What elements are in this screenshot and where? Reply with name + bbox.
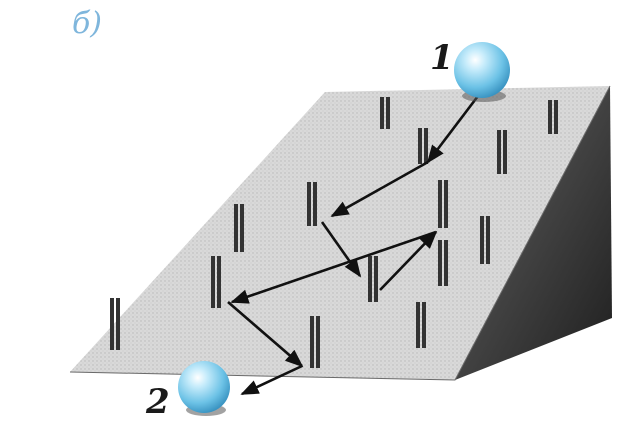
peg-icon <box>368 256 378 302</box>
peg-icon <box>497 130 507 174</box>
peg-icon <box>438 240 448 286</box>
peg-group <box>110 97 558 368</box>
peg-icon <box>234 204 244 252</box>
peg-icon <box>416 302 426 348</box>
trajectory-arrow <box>230 230 437 304</box>
trajectory-arrow <box>379 230 438 291</box>
trajectory <box>227 95 480 396</box>
trajectory-arrow <box>426 95 480 164</box>
ball-end-label: 2 <box>146 382 170 422</box>
incline-surface <box>70 86 610 380</box>
peg-icon <box>110 298 120 350</box>
peg-icon <box>438 180 448 228</box>
peg-icon <box>548 100 558 134</box>
trajectory-arrow <box>240 364 303 396</box>
trajectory-arrow <box>227 301 304 368</box>
peg-icon <box>307 182 317 226</box>
trajectory-arrow <box>330 160 429 218</box>
ball-start-icon <box>454 42 510 102</box>
trajectory-arrow <box>320 221 362 278</box>
peg-icon <box>380 97 390 129</box>
ball-end-icon <box>178 361 230 416</box>
peg-icon <box>480 216 490 264</box>
subfigure-label: б) <box>72 6 103 41</box>
peg-icon <box>418 128 428 164</box>
peg-icon <box>211 256 221 308</box>
ball-start-label: 1 <box>430 38 454 78</box>
peg-icon <box>310 316 320 368</box>
